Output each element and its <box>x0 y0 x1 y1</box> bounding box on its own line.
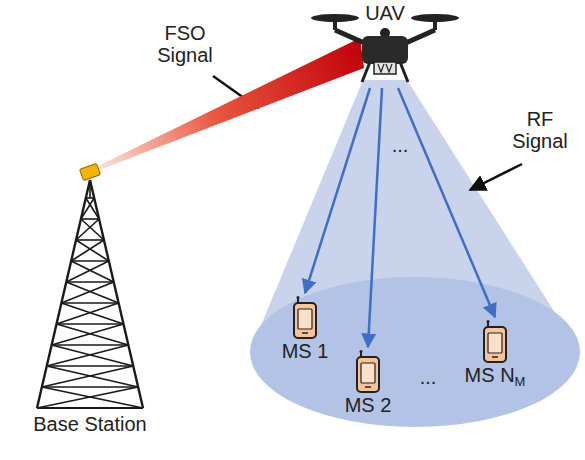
node-label: Base Station <box>25 413 155 436</box>
rf-link <box>368 88 382 347</box>
ellipsis: ... <box>392 134 409 156</box>
coverage-area <box>250 277 580 427</box>
phone-icon <box>291 296 319 340</box>
mobile-station: MS 2 <box>345 350 392 417</box>
mobile-station: MS NM <box>465 320 526 387</box>
signal-label: RF Signal <box>507 108 573 152</box>
phone-icon <box>481 320 509 364</box>
ellipsis: ... <box>420 366 437 388</box>
fso-beam <box>94 38 364 172</box>
rf-link <box>305 88 370 293</box>
node-label: UAV <box>300 2 470 25</box>
node-label: MS 2 <box>345 394 392 417</box>
node-label: MS NM <box>465 364 526 387</box>
uav: UAV <box>300 0 470 92</box>
rf-leader <box>470 164 522 190</box>
node-label: MS 1 <box>282 340 329 363</box>
rf-link <box>398 88 495 317</box>
base-station: Base Station <box>25 158 155 436</box>
mobile-station: MS 1 <box>282 296 329 363</box>
tower-icon <box>25 158 155 413</box>
phone-icon <box>354 350 382 394</box>
signal-label: FSO Signal <box>149 22 221 66</box>
